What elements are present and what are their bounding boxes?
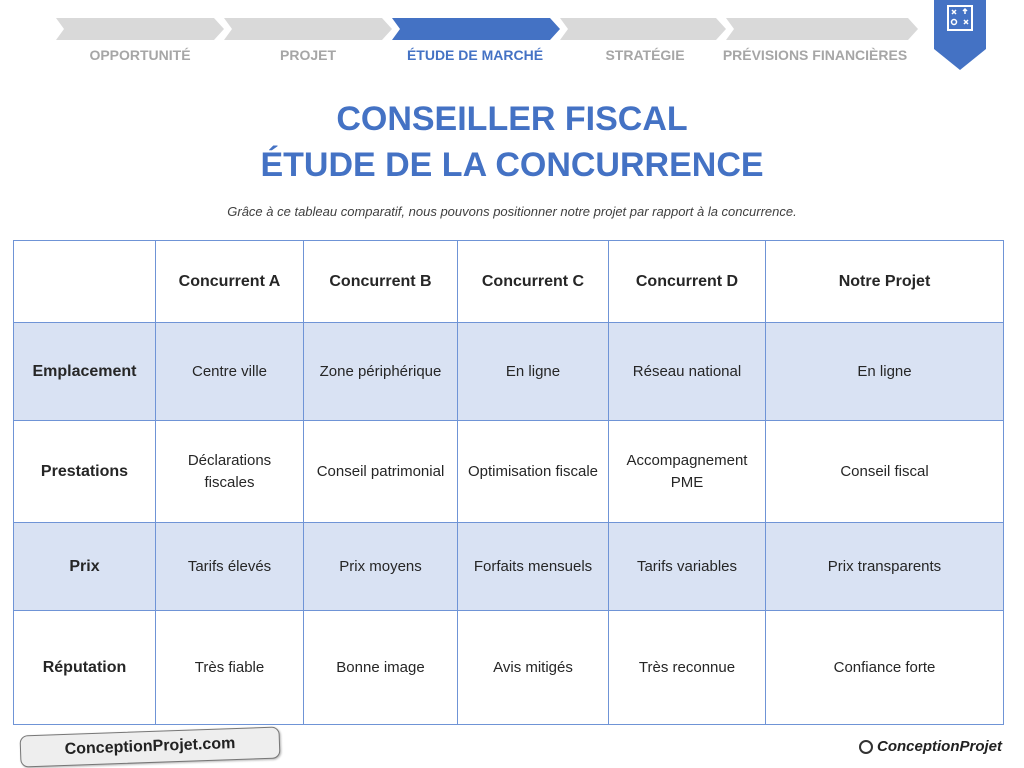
strategy-board-icon bbox=[947, 5, 973, 31]
table-cell: Avis mitigés bbox=[457, 610, 609, 725]
page-subtitle-title: ÉTUDE DE LA CONCURRENCE bbox=[260, 146, 764, 184]
row-header: Emplacement bbox=[13, 322, 156, 421]
table-cell: Centre ville bbox=[155, 322, 304, 421]
table-row: Prestations Déclarations fiscales Consei… bbox=[13, 420, 1004, 523]
step-strategie[interactable] bbox=[560, 18, 726, 40]
step-label-opportunite[interactable]: OPPORTUNITÉ bbox=[89, 47, 191, 63]
header-cell: Concurrent C bbox=[457, 240, 609, 323]
step-previsions[interactable] bbox=[726, 18, 918, 40]
table-row: Prix Tarifs élevés Prix moyens Forfaits … bbox=[13, 522, 1004, 611]
table-cell: En ligne bbox=[457, 322, 609, 421]
header-cell: Concurrent D bbox=[608, 240, 766, 323]
table-cell: Réseau national bbox=[608, 322, 766, 421]
table-row: Emplacement Centre ville Zone périphériq… bbox=[13, 322, 1004, 421]
table-cell: Très reconnue bbox=[608, 610, 766, 725]
step-opportunite[interactable] bbox=[56, 18, 224, 40]
page-title: CONSEILLER FISCAL bbox=[336, 100, 688, 138]
table-cell: Prix transparents bbox=[765, 522, 1004, 611]
table-cell: Confiance forte bbox=[765, 610, 1004, 725]
table-cell: Très fiable bbox=[155, 610, 304, 725]
table-row: Réputation Très fiable Bonne image Avis … bbox=[13, 610, 1004, 725]
row-header: Prix bbox=[13, 522, 156, 611]
step-label-strategie[interactable]: STRATÉGIE bbox=[605, 47, 685, 63]
table-cell: Accompagnement PME bbox=[608, 420, 766, 523]
brand-logo: ConceptionProjet bbox=[858, 738, 1002, 755]
table-cell: Déclarations fiscales bbox=[155, 420, 304, 523]
step-label-projet[interactable]: PROJET bbox=[279, 47, 337, 63]
table-cell: Tarifs élevés bbox=[155, 522, 304, 611]
step-etude-de-marche[interactable] bbox=[392, 18, 560, 40]
watermark: ConceptionProjet.com bbox=[19, 726, 281, 768]
header-cell: Concurrent B bbox=[303, 240, 458, 323]
logo-icon bbox=[858, 739, 873, 754]
table-cell: Optimisation fiscale bbox=[457, 420, 609, 523]
table-cell: Tarifs variables bbox=[608, 522, 766, 611]
table-cell: Conseil patrimonial bbox=[303, 420, 458, 523]
table-cell: Prix moyens bbox=[303, 522, 458, 611]
step-projet[interactable] bbox=[224, 18, 392, 40]
table-cell: Bonne image bbox=[303, 610, 458, 725]
table-cell: Forfaits mensuels bbox=[457, 522, 609, 611]
comparison-table: Concurrent A Concurrent B Concurrent C C… bbox=[13, 240, 1004, 725]
header-cell: Concurrent A bbox=[155, 240, 304, 323]
row-header: Réputation bbox=[13, 610, 156, 725]
table-cell: Zone périphérique bbox=[303, 322, 458, 421]
row-header: Prestations bbox=[13, 420, 156, 523]
table-cell: Conseil fiscal bbox=[765, 420, 1004, 523]
header-row: Concurrent A Concurrent B Concurrent C C… bbox=[13, 240, 1004, 323]
description: Grâce à ce tableau comparatif, nous pouv… bbox=[227, 204, 797, 219]
progress-steps bbox=[56, 18, 926, 40]
table-cell: En ligne bbox=[765, 322, 1004, 421]
header-cell bbox=[13, 240, 156, 323]
step-label-previsions[interactable]: PRÉVISIONS FINANCIÈRES bbox=[722, 47, 908, 63]
logo-text: ConceptionProjet bbox=[876, 738, 1002, 755]
header-cell: Notre Projet bbox=[765, 240, 1004, 323]
step-label-etude[interactable]: ÉTUDE DE MARCHÉ bbox=[406, 47, 544, 63]
badge bbox=[934, 0, 986, 70]
